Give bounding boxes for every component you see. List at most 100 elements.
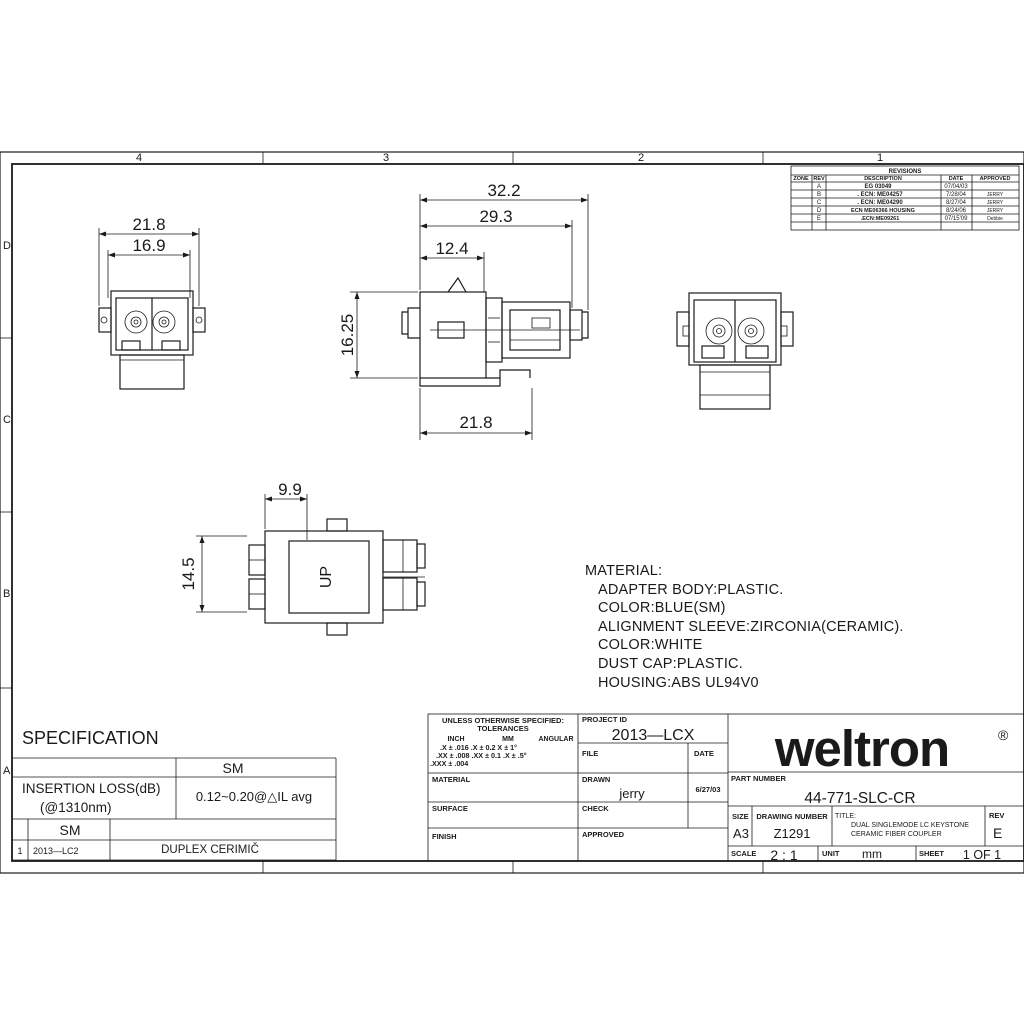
revision-date: 8/27/04 [946, 200, 967, 206]
revision-rev: E [817, 216, 821, 222]
registered-mark: ® [998, 727, 1009, 743]
column-label-1: 1 [877, 152, 883, 164]
revision-description: . ECN: ME04290 [857, 200, 903, 206]
project-id-label: PROJECT ID [582, 715, 628, 724]
specification-row-part: 2013—LC2 [33, 846, 79, 856]
date-label: DATE [694, 749, 714, 758]
revision-date: 07/15'09 [945, 216, 968, 222]
specification-parameter-condition: (@1310nm) [40, 800, 111, 815]
specification-parameter-value: 0.12~0.20@△IL avg [196, 789, 312, 804]
size-label: SIZE [732, 812, 749, 821]
specification-parameter-label: INSERTION LOSS(dB) [22, 781, 161, 796]
border-row-labels: D C B A [3, 240, 11, 777]
title-label: TITLE: [835, 813, 856, 820]
scale-label: SCALE [731, 849, 756, 858]
revision-date: 7/28/04 [946, 192, 967, 198]
front-view [98, 290, 206, 390]
dimension-side-length-mid: 29.3 [479, 207, 512, 226]
column-label-4: 4 [136, 152, 142, 164]
dimension-side-body-length: 21.8 [459, 413, 492, 432]
revision-description: EG 03049 [864, 184, 892, 190]
top-view-dimensions: 9.9 14.5 [179, 480, 308, 613]
dimension-side-height: 16.25 [338, 314, 357, 357]
sheet-value: 1 OF 1 [963, 848, 1001, 862]
part-number-value: 44-771-SLC-CR [804, 790, 915, 807]
side-view-dimensions: 32.2 29.3 12.4 16.25 21.8 [338, 181, 589, 440]
revision-description: .ECN:ME09261 [861, 216, 900, 222]
tolerance-angular-header: ANGULAR [539, 736, 574, 743]
dimension-side-length-short: 12.4 [435, 239, 468, 258]
dimension-top-width: 9.9 [278, 480, 302, 499]
rev-label: REV [989, 811, 1004, 820]
sheet-label: SHEET [919, 849, 944, 858]
material-label: MATERIAL [432, 775, 471, 784]
title-block: UNLESS OTHERWISE SPECIFIED: TOLERANCES I… [427, 713, 1024, 863]
specification-row-index: 1 [17, 846, 22, 856]
tolerance-inch-header: INCH [447, 736, 464, 743]
row-label-b: B [3, 588, 10, 600]
revisions-header-approved: APPROVED [980, 176, 1011, 182]
revision-approved: JERRY [987, 192, 1004, 198]
revisions-header-zone: ZONE [793, 176, 809, 182]
material-note-line: ALIGNMENT SLEEVE:ZIRCONIA(CERAMIC). [598, 619, 904, 635]
material-notes-heading: MATERIAL: [585, 563, 662, 579]
material-note-line: ADAPTER BODY:PLASTIC. [598, 582, 784, 598]
unit-value: mm [862, 847, 882, 861]
revisions-header-description: DESCRIPTION [864, 176, 902, 182]
border-column-labels: 4 3 2 1 [136, 152, 883, 164]
specification-title: SPECIFICATION [22, 728, 159, 748]
scale-value: 2 : 1 [770, 847, 797, 863]
drawn-date-value: 6/27/03 [695, 785, 720, 794]
column-label-2: 2 [638, 152, 644, 164]
row-label-a: A [3, 765, 11, 777]
tolerance-mm-header: MM [502, 736, 514, 743]
unit-label: UNIT [822, 849, 840, 858]
revision-rev: B [817, 192, 821, 198]
tolerance-row: .XX ± .008 .XX ± 0.1 .X ± .5° [436, 751, 527, 760]
finish-label: FINISH [432, 832, 457, 841]
check-label: CHECK [582, 804, 609, 813]
row-label-c: C [3, 414, 11, 426]
specification-column-header: SM [223, 760, 244, 776]
file-label: FILE [582, 749, 598, 758]
column-label-3: 3 [383, 152, 389, 164]
specification-table: SPECIFICATION SM INSERTION LOSS(dB) (@13… [12, 728, 337, 861]
top-view-up-label: UP [318, 566, 335, 588]
material-note-line: COLOR:BLUE(SM) [598, 600, 726, 616]
company-logo: weltron [774, 720, 949, 777]
revisions-table: REVISIONS ZONE REV DESCRIPTION DATE APPR… [790, 165, 1020, 231]
material-notes: MATERIAL: ADAPTER BODY:PLASTIC. COLOR:BL… [585, 563, 904, 691]
row-label-d: D [3, 240, 11, 252]
dimension-top-height: 14.5 [179, 557, 198, 590]
side-view [401, 276, 589, 387]
revision-date: 8/24/06 [946, 208, 967, 214]
revisions-header-date: DATE [949, 176, 964, 182]
tolerance-row: .X ± .016 .X ± 0.2 X ± 1° [440, 743, 517, 752]
specification-row-description: DUPLEX CERIMIČ [161, 843, 259, 856]
rev-value: E [993, 825, 1002, 841]
revision-rev: A [817, 184, 821, 190]
material-note-line: COLOR:WHITE [598, 637, 703, 653]
revision-description: . ECN: ME04257 [857, 192, 903, 198]
material-note-line: DUST CAP:PLASTIC. [598, 656, 743, 672]
dimension-front-width-outer: 21.8 [132, 215, 165, 234]
tolerance-title: UNLESS OTHERWISE SPECIFIED: [442, 716, 564, 725]
drawing-number-label: DRAWING NUMBER [756, 812, 828, 821]
part-number-label: PART NUMBER [731, 774, 786, 783]
dimension-side-length-overall: 32.2 [487, 181, 520, 200]
revision-rev: D [817, 208, 822, 214]
top-view: UP [248, 518, 426, 636]
revisions-title: REVISIONS [889, 169, 922, 175]
revision-approved: JERRY [987, 200, 1004, 206]
specification-sub-header: SM [60, 822, 81, 838]
revisions-header-rev: REV [813, 176, 825, 182]
dimension-front-width-inner: 16.9 [132, 236, 165, 255]
material-note-line: HOUSING:ABS UL94V0 [598, 675, 759, 691]
front-view-dimensions: 21.8 16.9 [98, 215, 200, 306]
project-id-value: 2013—LCX [612, 727, 695, 744]
surface-label: SURFACE [432, 804, 468, 813]
drawing-number-value: Z1291 [774, 826, 811, 841]
revision-date: 07/04/03 [944, 184, 968, 190]
revision-description: ECN ME06366 HOUSING [851, 208, 915, 214]
